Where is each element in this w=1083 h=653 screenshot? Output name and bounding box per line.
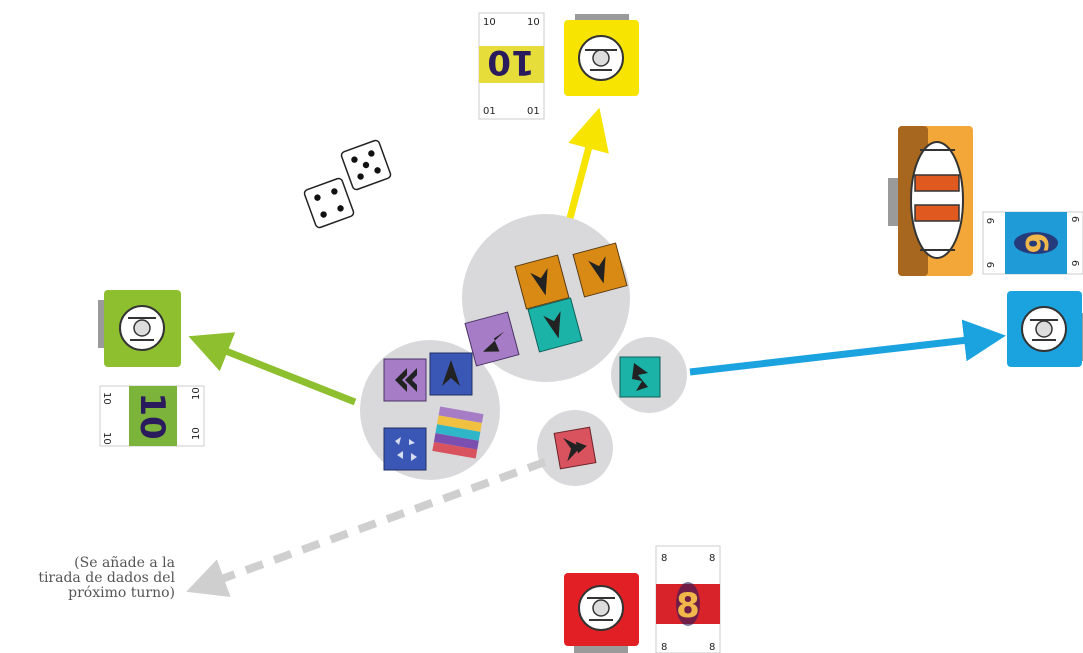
tile-red-arrow bbox=[553, 426, 597, 470]
note-line-2: tirada de dados del bbox=[38, 570, 175, 586]
die-five bbox=[340, 139, 392, 191]
card-red-corner-tr: 8 bbox=[709, 553, 715, 564]
card-red-corner-bl: 8 bbox=[661, 642, 667, 653]
arrow-to-green bbox=[188, 332, 357, 406]
card-green-corner-tl: 10 bbox=[101, 392, 112, 405]
card-yellow-value: 10 bbox=[487, 42, 534, 82]
note-line-3: próximo turno) bbox=[68, 585, 175, 601]
card-blue-corner-br: 6 bbox=[1069, 260, 1080, 266]
tile-purple-double-arrow bbox=[383, 358, 427, 402]
card-yellow-corner-tr: 10 bbox=[527, 17, 540, 28]
player-red-token bbox=[564, 573, 639, 653]
tile-blue-scatter bbox=[383, 427, 427, 471]
card-green-corner-tr: 10 bbox=[191, 387, 202, 400]
player-orange-token bbox=[888, 126, 973, 276]
card-red: 8 8 8 8 8 bbox=[655, 545, 721, 653]
tile-purple-arrow bbox=[464, 311, 520, 367]
arrow-to-yellow bbox=[566, 107, 609, 219]
card-red-value: 8 bbox=[676, 586, 700, 626]
tile-orange-arrow-2 bbox=[572, 242, 628, 298]
arrow-to-blue bbox=[689, 319, 1006, 376]
card-green: 10 10 10 10 10 bbox=[99, 385, 205, 447]
card-yellow-corner-tl: 10 bbox=[483, 17, 496, 28]
card-red-corner-tl: 8 bbox=[661, 553, 667, 564]
card-yellow-corner-bl: 01 bbox=[483, 106, 496, 117]
future-turn-note: (Se añade a la tirada de dados del próxi… bbox=[20, 556, 175, 601]
card-yellow: 10 10 10 01 01 bbox=[478, 12, 545, 120]
tile-blue-arrow bbox=[429, 352, 473, 396]
tile-teal-zigzag bbox=[619, 356, 661, 398]
card-blue-value: 9 bbox=[1021, 233, 1056, 254]
tile-stack bbox=[432, 406, 484, 459]
card-blue-corner-tl: 9 bbox=[986, 218, 997, 224]
tile-teal-arrow bbox=[527, 297, 583, 353]
player-yellow-token bbox=[564, 14, 639, 96]
card-green-corner-bl: 10 bbox=[101, 432, 112, 445]
card-blue-corner-tr: 6 bbox=[1069, 216, 1080, 222]
card-blue: 9 9 9 6 6 bbox=[982, 211, 1083, 275]
card-yellow-corner-br: 01 bbox=[527, 106, 540, 117]
arrow-future-turn bbox=[186, 458, 547, 598]
card-green-value: 10 bbox=[132, 392, 172, 439]
card-blue-corner-bl: 9 bbox=[986, 262, 997, 268]
player-green-token bbox=[98, 290, 181, 367]
card-green-corner-br: 10 bbox=[191, 427, 202, 440]
die-four bbox=[303, 177, 355, 229]
tile-orange-arrow-1 bbox=[514, 254, 570, 310]
player-blue-token bbox=[1007, 291, 1083, 367]
note-line-1: (Se añade a la bbox=[74, 555, 175, 571]
card-red-corner-br: 8 bbox=[709, 642, 715, 653]
